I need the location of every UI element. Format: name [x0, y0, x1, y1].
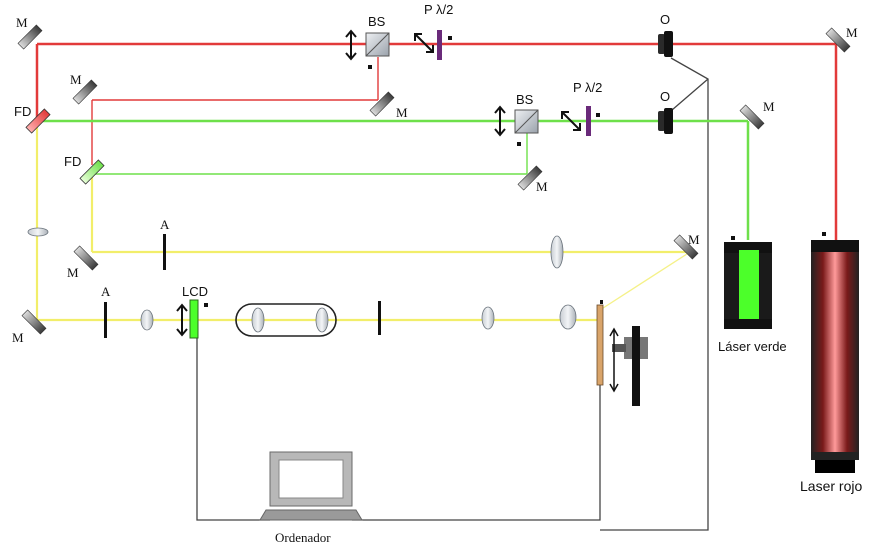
label-mirror-green-right: M	[763, 99, 775, 114]
double-arrow-icon	[561, 111, 581, 131]
mirror-green-secondary	[517, 165, 543, 191]
lens-lower-1	[140, 309, 154, 331]
label-laser-red: Laser rojo	[800, 478, 862, 494]
wire-computer-right	[352, 330, 601, 521]
mirror-bottom-left	[21, 309, 47, 335]
double-arrow-icon	[345, 29, 357, 61]
mirror-red-secondary-left	[72, 79, 98, 105]
mirror-top-right	[825, 27, 851, 53]
label-polarizer-middle: P λ/2	[573, 80, 602, 95]
label-laser-green: Láser verde	[718, 339, 787, 354]
green-beams	[37, 119, 750, 240]
label-aperture-upper: A	[160, 217, 170, 232]
aperture-upper	[163, 234, 166, 270]
green-secondary-beams	[92, 132, 528, 175]
fd-green-filter	[79, 159, 105, 185]
beam-splitter-middle	[514, 109, 539, 146]
label-mirror-top-left: M	[16, 15, 28, 30]
sample-stage	[596, 300, 648, 406]
wires	[196, 57, 709, 531]
label-objective-top: O	[660, 12, 670, 27]
mirror-yellow-upper-left	[73, 245, 99, 271]
double-arrow-icon	[414, 33, 434, 53]
label-polarizer-top: P λ/2	[424, 2, 453, 17]
lcd-panel	[189, 299, 208, 339]
label-computer: Ordenador	[275, 530, 331, 545]
labels: M M M M M M M M M BS BS P λ/2 P λ/2 O O …	[12, 2, 862, 545]
telescope	[235, 303, 337, 337]
wire-objective	[600, 57, 709, 531]
label-mirror-red-secondary-right: M	[396, 105, 408, 120]
label-mirror-bottom-left: M	[12, 330, 24, 345]
yellow-beams	[35, 121, 691, 322]
computer-icon	[259, 451, 363, 521]
label-aperture-lower: A	[101, 284, 111, 299]
label-mirror-green-secondary: M	[536, 179, 548, 194]
polarizer-top	[437, 30, 452, 60]
laser-green	[724, 236, 772, 329]
label-lcd: LCD	[182, 284, 208, 299]
label-objective-middle: O	[660, 89, 670, 104]
label-mirror-top-right: M	[846, 25, 858, 40]
red-secondary-beams	[91, 57, 379, 165]
wire-objective-lower	[671, 78, 709, 111]
aperture-mid	[378, 301, 381, 335]
objective-top	[658, 31, 673, 57]
red-beams	[35, 42, 838, 240]
mirror-top-left	[17, 24, 43, 50]
mirror-yellow-upper-right	[673, 234, 699, 260]
objective-middle	[658, 108, 673, 134]
label-fd-green: FD	[64, 154, 81, 169]
lens-upper-path	[550, 235, 564, 269]
telescope-lens-right	[315, 307, 329, 333]
beam-splitter-top	[365, 32, 390, 69]
lens-left-vertical	[27, 227, 49, 237]
double-arrow-icon	[494, 105, 506, 137]
label-fd-red: FD	[14, 104, 31, 119]
label-mirror-yellow-upper-right: M	[688, 232, 700, 247]
polarizer-middle	[586, 106, 600, 136]
label-mirror-red-secondary-left: M	[70, 72, 82, 87]
double-arrow-icon	[176, 303, 188, 337]
lens-lower-3	[559, 304, 577, 330]
mirror-green-right	[739, 104, 765, 130]
laser-red	[811, 232, 859, 473]
lens-lower-2	[481, 306, 495, 330]
label-bs-middle: BS	[516, 92, 534, 107]
mirror-red-secondary-right	[369, 91, 395, 117]
telescope-lens-left	[251, 307, 265, 333]
fd-red-filter	[25, 108, 51, 134]
aperture-lower	[104, 302, 107, 338]
label-bs-top: BS	[368, 14, 386, 29]
wire-lcd	[196, 338, 270, 521]
label-mirror-yellow-upper-left: M	[67, 265, 79, 280]
